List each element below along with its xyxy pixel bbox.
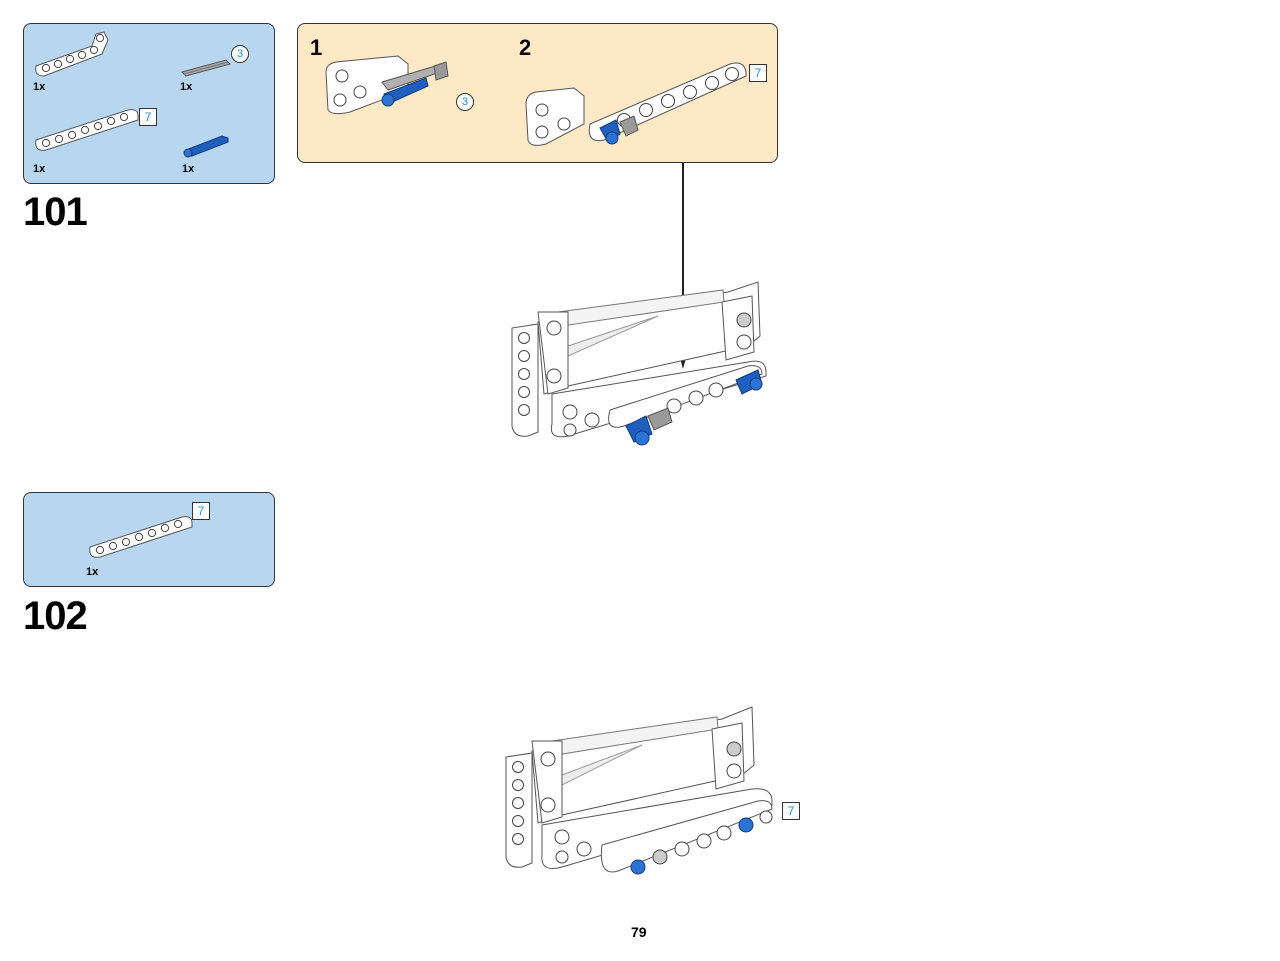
axle-length-callout: 3 (456, 93, 474, 111)
beam-icon (89, 516, 193, 558)
axle-icon (181, 59, 231, 77)
step-101-model-illustration (511, 281, 767, 446)
substep-2-illustration (525, 62, 747, 146)
part-qty: 1x (180, 81, 193, 93)
part-qty: 1x (33, 163, 46, 175)
beam-icon (35, 109, 139, 151)
substep-number: 2 (519, 35, 532, 60)
subassembly-box: 1 2 3 7 (297, 23, 778, 163)
l-beam-icon (35, 31, 109, 77)
page-number: 79 (631, 924, 647, 940)
part-qty: 1x (33, 81, 46, 93)
substep-number: 1 (310, 35, 323, 60)
step-number: 101 (23, 190, 88, 234)
step-number: 102 (23, 594, 88, 638)
pin-icon (183, 135, 229, 158)
substep-1-illustration (325, 55, 449, 115)
step-102-model-illustration (505, 706, 773, 875)
beam-length-callout: 7 (192, 502, 210, 520)
parts-list-step-102: 7 1x (23, 492, 275, 587)
part-qty: 1x (86, 566, 99, 578)
beam-length-callout: 7 (782, 802, 800, 820)
beam-length-callout: 7 (749, 64, 767, 82)
parts-list-step-101: 1x 3 1x 7 1x 1x (23, 23, 275, 184)
beam-length-callout: 7 (139, 108, 157, 126)
part-qty: 1x (182, 163, 195, 175)
axle-length-callout: 3 (231, 45, 249, 63)
